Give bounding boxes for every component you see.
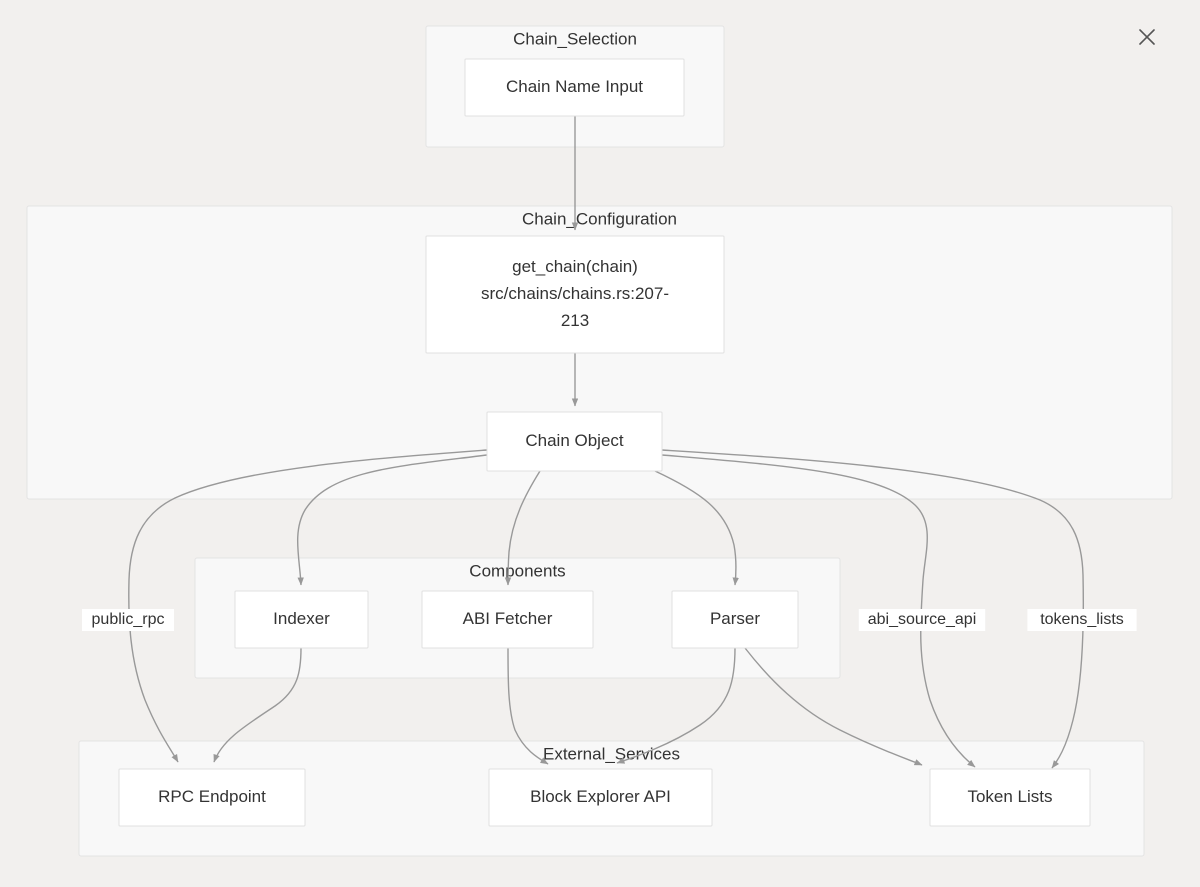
edge-e9: [213, 647, 302, 763]
node-rect[interactable]: [234, 590, 369, 649]
edge-e12: [744, 647, 923, 766]
node-abi_fetcher[interactable]: ABI Fetcher: [421, 590, 594, 649]
node-indexer[interactable]: Indexer: [234, 590, 369, 649]
node-rect[interactable]: [425, 235, 725, 354]
node-rect[interactable]: [671, 590, 799, 649]
edge-label-bg: [82, 609, 174, 631]
edge-label-e6: public_rpc: [82, 609, 174, 631]
node-label: Parser: [710, 609, 760, 628]
close-icon: [1136, 26, 1158, 48]
node-rect[interactable]: [118, 768, 306, 827]
node-label: Token Lists: [967, 787, 1052, 806]
edge-label-bg: [858, 609, 986, 631]
nodes-layer: Chain Name Input get_chain(chain) src/chai…: [118, 58, 1091, 827]
edge-e3: [296, 454, 488, 586]
node-parser[interactable]: Parser: [671, 590, 799, 649]
node-label: src/chains/chains.rs:207-: [481, 284, 669, 303]
edge-e10: [507, 647, 549, 765]
edge-e11: [616, 647, 736, 764]
node-rpc_endpoint[interactable]: RPC Endpoint: [118, 768, 306, 827]
edge-e7: [661, 449, 1084, 769]
node-rect[interactable]: [929, 768, 1091, 827]
edge-e6: [128, 449, 488, 763]
node-token_lists[interactable]: Token Lists: [929, 768, 1091, 827]
node-label: get_chain(chain): [512, 257, 638, 276]
node-label: ABI Fetcher: [463, 609, 553, 628]
node-block_explorer_api[interactable]: Block Explorer API: [488, 768, 713, 827]
edge-e4: [504, 470, 541, 586]
edge-e8: [661, 454, 976, 768]
node-rect[interactable]: [464, 58, 685, 117]
edge-label-text: public_rpc: [92, 611, 165, 628]
node-rect[interactable]: [488, 768, 713, 827]
node-get_chain[interactable]: get_chain(chain) src/chains/chains.rs:207…: [425, 235, 725, 354]
edge-label-text: abi_source_api: [868, 611, 977, 628]
node-label: Chain Object: [525, 431, 624, 450]
node-label: RPC Endpoint: [158, 787, 266, 806]
cluster-title: Components: [469, 561, 565, 580]
edge-labels-layer: public_rpc tokens_lists abi_source_api: [82, 609, 1137, 631]
close-button[interactable]: [1132, 22, 1162, 52]
node-chain_object[interactable]: Chain Object: [486, 411, 663, 472]
edges-layer: [128, 116, 1084, 769]
node-label: Chain Name Input: [506, 77, 643, 96]
cluster-title: External_Services: [543, 744, 680, 763]
edge-label-e8: abi_source_api: [858, 609, 986, 631]
cluster-title: Chain_Configuration: [522, 209, 677, 228]
edge-e5: [654, 470, 739, 586]
node-label: Indexer: [273, 609, 330, 628]
node-label: Block Explorer API: [530, 787, 671, 806]
edge-label-text: tokens_lists: [1040, 611, 1124, 628]
node-rect[interactable]: [421, 590, 594, 649]
node-label: 213: [561, 311, 589, 330]
cluster-title: Chain_Selection: [513, 29, 637, 48]
node-chain_name_input[interactable]: Chain Name Input: [464, 58, 685, 117]
edge-label-e7: tokens_lists: [1027, 609, 1137, 631]
edge-label-bg: [1027, 609, 1137, 631]
node-rect[interactable]: [486, 411, 663, 472]
